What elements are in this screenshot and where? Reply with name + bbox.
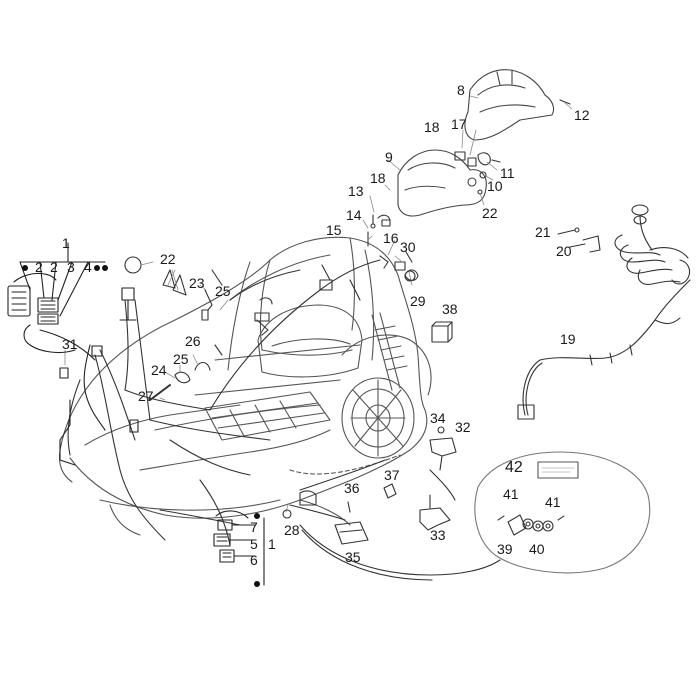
engine-fan (341, 334, 432, 459)
callout-2: 2 (35, 259, 43, 275)
callout-34: 34 (430, 410, 446, 426)
callout-1: 1 (62, 235, 70, 251)
hidden-edge (289, 454, 401, 475)
callout-5: 5 (250, 536, 258, 552)
callout-12: 12 (574, 107, 590, 123)
callout-22b: 22 (160, 251, 176, 267)
callout-10: 10 (487, 178, 503, 194)
callout-13: 13 (348, 183, 364, 199)
relay-box-38 (431, 321, 453, 343)
bracket-20 (557, 227, 601, 253)
callout-21: 21 (535, 224, 551, 240)
callout-3: 3 (67, 259, 75, 275)
grommet-29 (404, 269, 419, 281)
inset-detail (474, 451, 651, 574)
wiring-harness (67, 259, 386, 546)
connector-pack (7, 242, 106, 361)
bullet-dot (94, 265, 100, 271)
callout-25: 25 (215, 283, 231, 299)
callout-25b: 25 (173, 351, 189, 367)
callout-7: 7 (250, 519, 258, 535)
callout-33: 33 (430, 527, 446, 543)
connector-pack-lower (213, 510, 265, 586)
callout-38: 38 (442, 301, 458, 317)
callout-4: 4 (84, 259, 92, 275)
top-housing-8 (464, 69, 555, 141)
callout-39: 39 (497, 541, 513, 557)
callout-9: 9 (385, 149, 393, 165)
callout-14: 14 (346, 207, 362, 223)
callout-15: 15 (326, 222, 342, 238)
callout-35: 35 (345, 549, 361, 565)
callout-27: 27 (138, 388, 154, 404)
upper-fasteners (377, 99, 571, 227)
rear-housing-9 (397, 149, 487, 217)
storage-tub (257, 304, 363, 378)
callout-11: 11 (500, 165, 515, 181)
callout-41b: 41 (545, 494, 561, 510)
callout-26: 26 (185, 333, 201, 349)
frame-body-outline (58, 236, 428, 536)
callout-24: 24 (151, 362, 167, 378)
grommet-28 (282, 509, 292, 519)
callout-6: 6 (250, 552, 258, 568)
small-parts-left (149, 269, 273, 401)
shock-absorber (371, 312, 408, 391)
callout-28: 28 (284, 522, 300, 538)
center-fasteners (319, 214, 416, 301)
callout-29: 29 (410, 293, 426, 309)
callout-17: 17 (451, 116, 467, 132)
callout-22: 22 (482, 205, 498, 221)
callout-36: 36 (344, 480, 360, 496)
left-harness-bundle (59, 287, 139, 466)
callout-30: 30 (400, 239, 416, 255)
cable-19 (517, 279, 691, 420)
callout-40: 40 (529, 541, 545, 557)
callout-42: 42 (505, 459, 523, 476)
callout-19: 19 (560, 331, 576, 347)
bullet-dot (22, 265, 28, 271)
callout-37: 37 (384, 467, 400, 483)
callout-8: 8 (457, 82, 465, 98)
callout-20: 20 (556, 243, 572, 259)
callout-18: 18 (424, 119, 440, 135)
bullet-dot (102, 265, 108, 271)
callout-16: 16 (383, 230, 399, 246)
leader-lines (64, 95, 573, 513)
callout-31: 31 (62, 336, 78, 352)
callout-18b: 18 (370, 170, 386, 186)
callout-2b: 2 (50, 259, 58, 275)
bullet-dot (254, 513, 260, 519)
bullet-dot (254, 581, 260, 587)
callout-41: 41 (503, 486, 519, 502)
callout-1b: 1 (268, 536, 276, 552)
callout-23: 23 (189, 275, 205, 291)
vent-hose (614, 204, 691, 285)
callout-32: 32 (455, 419, 471, 435)
lower-right-parts (289, 426, 501, 581)
battery-tray (204, 391, 331, 441)
